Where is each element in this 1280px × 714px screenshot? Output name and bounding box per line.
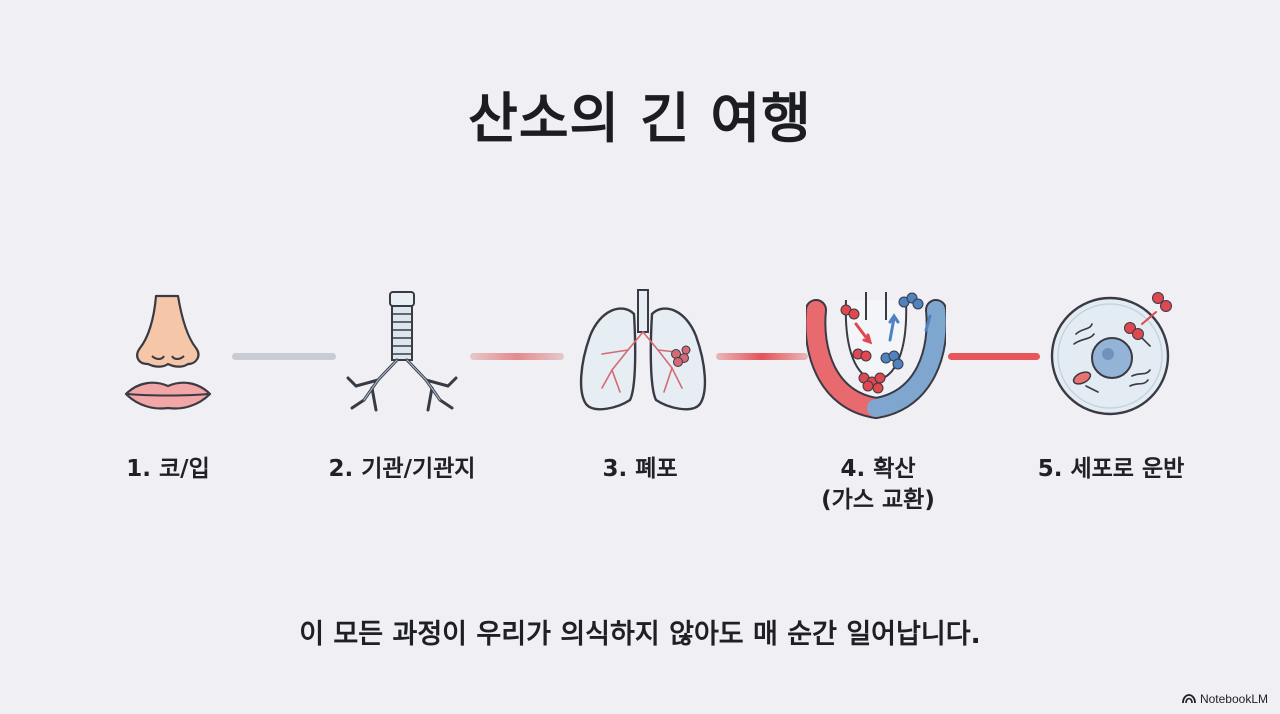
step-4-label: 4. 확산 (가스 교환) [768,454,988,516]
connector-2-3 [470,353,564,360]
footer-caption: 이 모든 과정이 우리가 의식하지 않아도 매 순간 일어납니다. [299,619,981,650]
connector-3-4 [716,353,808,360]
brand-watermark: NotebookLM [1182,692,1268,706]
notebooklm-logo-icon [1182,694,1196,704]
alveolus-diffusion-icon [806,292,946,420]
brand-label: NotebookLM [1199,692,1268,706]
connector-1-2 [232,353,336,360]
step-3-label: 3. 폐포 [602,456,678,482]
lungs-icon [579,289,707,411]
step-4-label-line1: 4. 확산 [840,456,916,482]
nose-mouth-icon [124,294,212,410]
step-2-label: 2. 기관/기관지 [328,456,476,482]
connector-4-5 [948,353,1040,360]
page-title: 산소의 긴 여행 [468,87,812,150]
cell-icon [1050,292,1172,416]
step-4-label-line2: (가스 교환) [821,487,935,513]
step-1-label: 1. 코/입 [126,456,210,482]
trachea-bronchi-icon [346,291,458,412]
step-5-label: 5. 세포로 운반 [1037,456,1185,482]
